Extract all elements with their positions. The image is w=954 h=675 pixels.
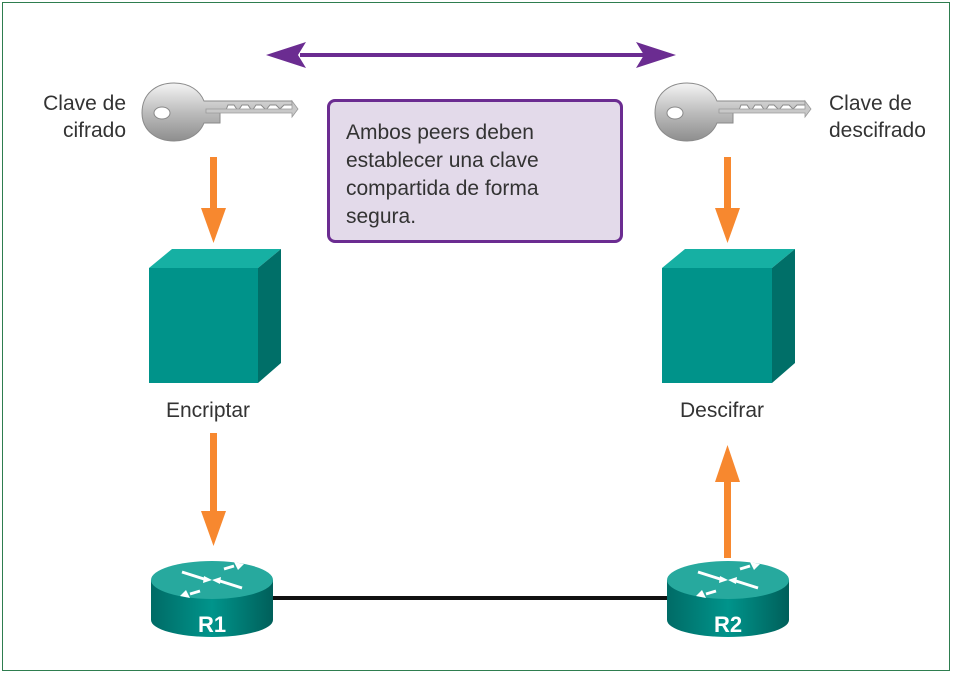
decrypt-cube xyxy=(662,249,795,383)
encryption-key-label: Clave de cifrado xyxy=(43,92,126,142)
router-r1-label: R1 xyxy=(198,612,226,637)
encrypt-cube xyxy=(149,249,281,383)
key-exchange-arrow xyxy=(266,42,676,68)
router-r2-label: R2 xyxy=(714,612,742,637)
router-r1-icon xyxy=(151,561,273,637)
decryption-key-label: Clave de descifrado xyxy=(829,92,926,142)
decrypt-label: Descifrar xyxy=(680,399,765,422)
key-to-encrypt-arrow xyxy=(201,157,226,243)
encrypt-to-r1-arrow xyxy=(201,433,226,546)
decryption-key-icon xyxy=(654,82,812,142)
encryption-key-icon xyxy=(141,82,299,142)
encrypt-label: Encriptar xyxy=(166,399,251,422)
r2-to-decrypt-arrow xyxy=(715,445,740,558)
shared-key-note: Ambos peers deben establecer una clave c… xyxy=(327,99,623,243)
key-to-decrypt-arrow xyxy=(715,157,740,243)
router-r2-icon xyxy=(667,561,789,637)
